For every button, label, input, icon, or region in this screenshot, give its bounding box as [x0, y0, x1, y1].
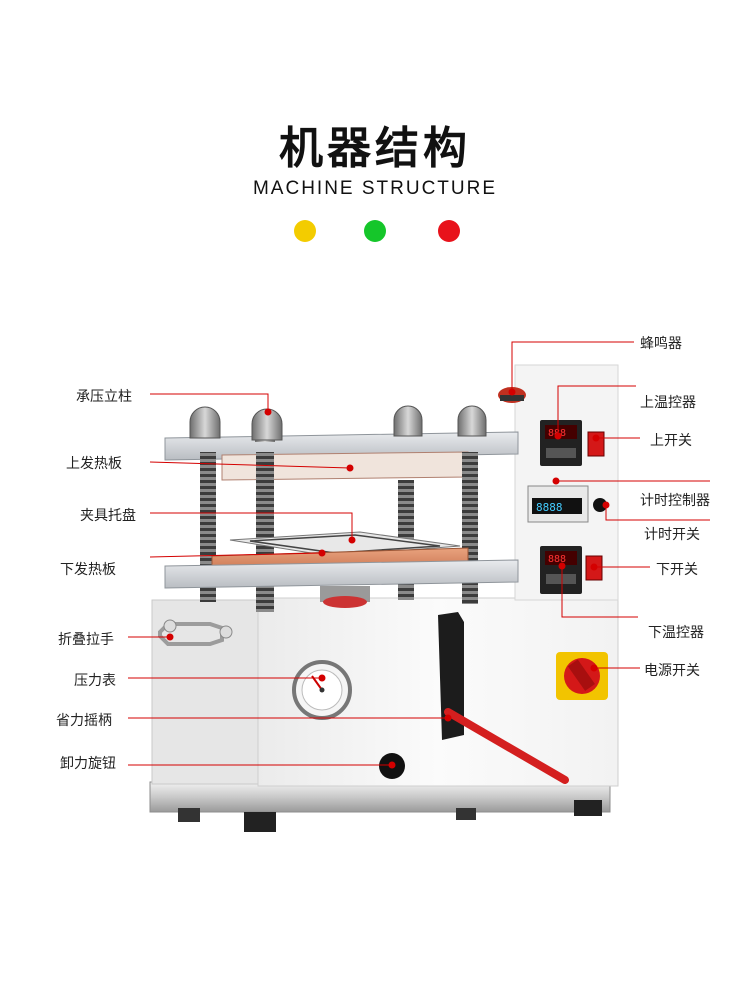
label-upper-switch: 上开关: [650, 433, 692, 449]
label-buzzer: 蜂鸣器: [640, 336, 682, 352]
foot: [178, 808, 200, 822]
label-upper-temp-controller: 上温控器: [640, 395, 696, 411]
crank-slot: [438, 612, 464, 740]
foot: [456, 808, 476, 820]
acorn-nuts: [189, 405, 487, 441]
page-title: 机器结构: [279, 123, 471, 174]
label-column: 承压立柱: [76, 389, 132, 405]
label-timer-controller: 计时控制器: [640, 493, 710, 509]
label-folding-handle: 折叠拉手: [58, 632, 114, 648]
label-power-switch: 电源开关: [644, 663, 700, 679]
label-timer-switch: 计时开关: [644, 527, 700, 543]
green-dot: [364, 220, 386, 242]
label-lower-heating-plate: 下发热板: [60, 562, 116, 578]
folding-handle-shape: [158, 622, 224, 646]
red-dot: [438, 220, 460, 242]
svg-text:888: 888: [548, 554, 566, 565]
yellow-dot: [294, 220, 316, 242]
label-crank-handle: 省力摇柄: [56, 713, 112, 729]
label-pressure-gauge: 压力表: [74, 673, 116, 689]
column-shape: [256, 452, 274, 612]
label-lower-switch: 下开关: [656, 562, 698, 578]
callout-lines: [128, 341, 710, 769]
page-subtitle: MACHINE STRUCTURE: [252, 178, 498, 199]
label-lower-temp-controller: 下温控器: [648, 625, 704, 641]
foot: [574, 800, 602, 816]
foot: [244, 812, 276, 832]
label-release-knob: 卸力旋钮: [60, 756, 116, 772]
label-upper-heating-plate: 上发热板: [66, 456, 122, 472]
lower-plate: [164, 559, 519, 589]
label-fixture-tray: 夹具托盘: [80, 508, 136, 524]
crank-handle-shape: [444, 708, 569, 784]
timer-switch-shape: [593, 498, 607, 512]
svg-text:8888: 8888: [536, 501, 563, 514]
